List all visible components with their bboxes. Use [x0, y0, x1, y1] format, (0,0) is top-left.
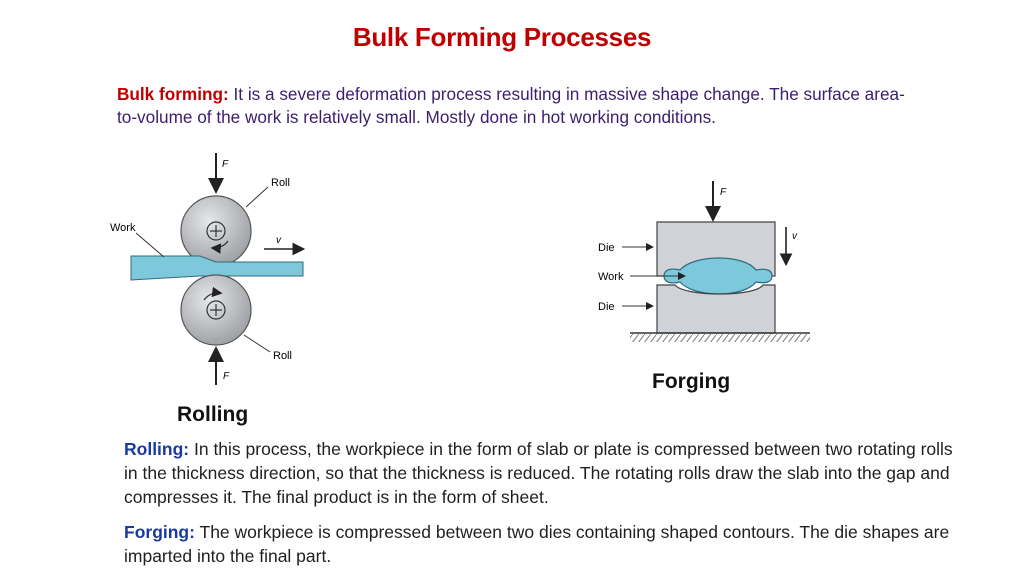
rolling-description: Rolling: In this process, the workpiece …	[124, 437, 954, 509]
forging-diagram: F v Die Work Die	[598, 181, 810, 342]
rolling-roll-top-label: Roll	[271, 177, 290, 189]
rolling-top-roll-axis-icon	[206, 221, 226, 241]
rolling-diagram: F Roll Work v Roll F	[110, 153, 306, 385]
forging-term: Forging:	[124, 522, 195, 542]
intro-text: It is a severe deformation process resul…	[117, 84, 905, 127]
rolling-force-top-label: F	[222, 159, 229, 170]
rolling-caption: Rolling	[177, 403, 249, 426]
forging-description: Forging: The workpiece is compressed bet…	[124, 520, 954, 568]
forging-die-bottom-label: Die	[598, 301, 615, 313]
rolling-term: Rolling:	[124, 439, 190, 459]
forging-die-top-label: Die	[598, 242, 615, 254]
forging-work-label: Work	[598, 271, 624, 283]
slide-title: Bulk Forming Processes	[352, 22, 652, 52]
rolling-bottom-roll-axis-icon	[206, 300, 226, 320]
forging-velocity-label: v	[792, 231, 798, 242]
intro-paragraph: Bulk forming: It is a severe deformation…	[117, 83, 917, 129]
rolling-work-label: Work	[110, 222, 136, 234]
forging-caption: Forging	[652, 370, 731, 393]
forging-workpiece	[663, 257, 773, 295]
rolling-workpiece	[130, 255, 304, 281]
forging-text: The workpiece is compressed between two …	[124, 522, 950, 566]
rolling-top-rotation-arrow	[210, 240, 229, 254]
rolling-roll-bottom-label: Roll	[273, 350, 292, 362]
intro-term: Bulk forming:	[117, 84, 229, 104]
forging-ground-hatch	[630, 334, 810, 342]
rolling-velocity-label: v	[276, 235, 282, 246]
forging-force-label: F	[720, 187, 727, 198]
rolling-bottom-rotation-arrow	[203, 286, 223, 301]
rolling-force-bottom-label: F	[223, 371, 230, 382]
forging-bottom-die	[656, 284, 776, 334]
rolling-text: In this process, the workpiece in the fo…	[124, 439, 953, 507]
